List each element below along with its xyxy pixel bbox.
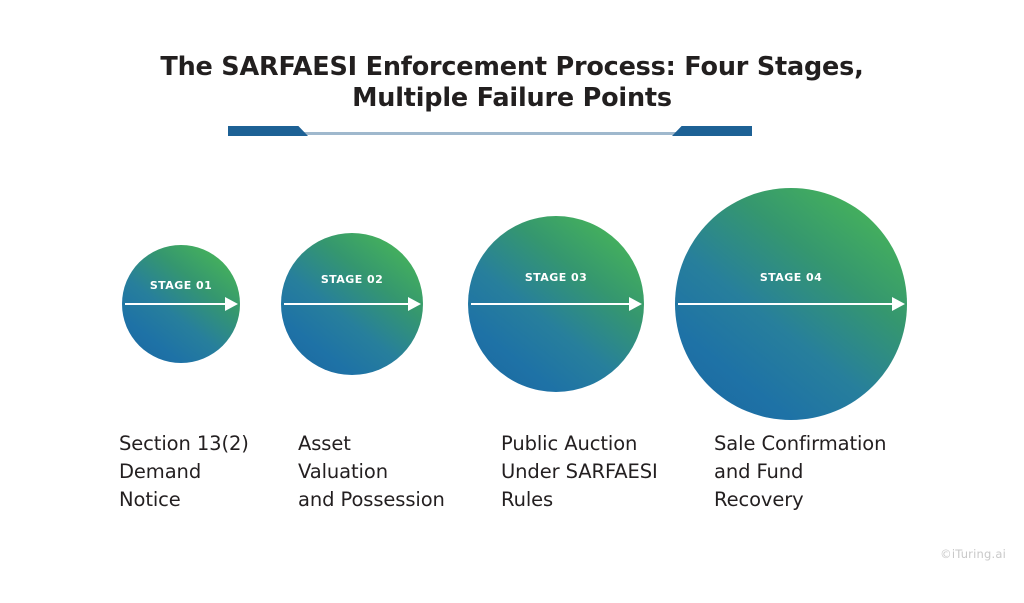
divider-cap-left (228, 126, 308, 136)
stage-2-caption-line-2: Valuation (298, 460, 388, 483)
stage-4-caption-line-2: and Fund (714, 460, 804, 483)
divider-line (228, 132, 752, 135)
stage-1-gradient-circle (122, 245, 240, 363)
stage-4-badge: STAGE 04 (759, 271, 823, 284)
stage-4-caption-line-3: Recovery (714, 488, 804, 511)
title-line-1: The SARFAESI Enforcement Process: Four S… (160, 52, 864, 82)
stage-2-gradient-circle (281, 233, 423, 375)
stage-3-caption: Public Auction Under SARFAESI Rules (501, 430, 658, 514)
stage-4-gradient-circle (675, 188, 907, 420)
stage-2-caption-line-3: and Possession (298, 488, 445, 511)
stage-circle-1[interactable]: STAGE 01 (122, 245, 240, 363)
stage-circle-4[interactable]: STAGE 04 (675, 188, 907, 420)
watermark: ©iTuring.ai (940, 547, 1006, 561)
stage-4-caption: Sale Confirmation and Fund Recovery (714, 430, 887, 514)
stage-3-caption-line-2: Under SARFAESI (501, 460, 658, 483)
stage-2-badge: STAGE 02 (320, 273, 384, 286)
title-line-2: Multiple Failure Points (352, 83, 672, 113)
stage-2-caption-line-1: Asset (298, 432, 351, 455)
stage-3-caption-line-3: Rules (501, 488, 554, 511)
stage-1-caption-line-1: Section 13(2) (119, 432, 249, 455)
stage-3-badge: STAGE 03 (524, 271, 588, 284)
stage-circle-2[interactable]: STAGE 02 (281, 233, 423, 375)
stage-3-caption-line-1: Public Auction (501, 432, 638, 455)
divider-cap-right (672, 126, 752, 136)
stage-4-caption-line-1: Sale Confirmation (714, 432, 887, 455)
page-title: The SARFAESI Enforcement Process: Four S… (0, 52, 1024, 114)
title-divider (228, 126, 752, 138)
stage-circle-3[interactable]: STAGE 03 (468, 216, 644, 392)
stage-1-caption-line-3: Notice (119, 488, 181, 511)
stage-1-caption: Section 13(2) Demand Notice (119, 430, 249, 514)
stage-3-gradient-circle (468, 216, 644, 392)
stage-1-caption-line-2: Demand (119, 460, 202, 483)
stage-2-caption: Asset Valuation and Possession (298, 430, 445, 514)
stage-1-badge: STAGE 01 (149, 279, 213, 292)
